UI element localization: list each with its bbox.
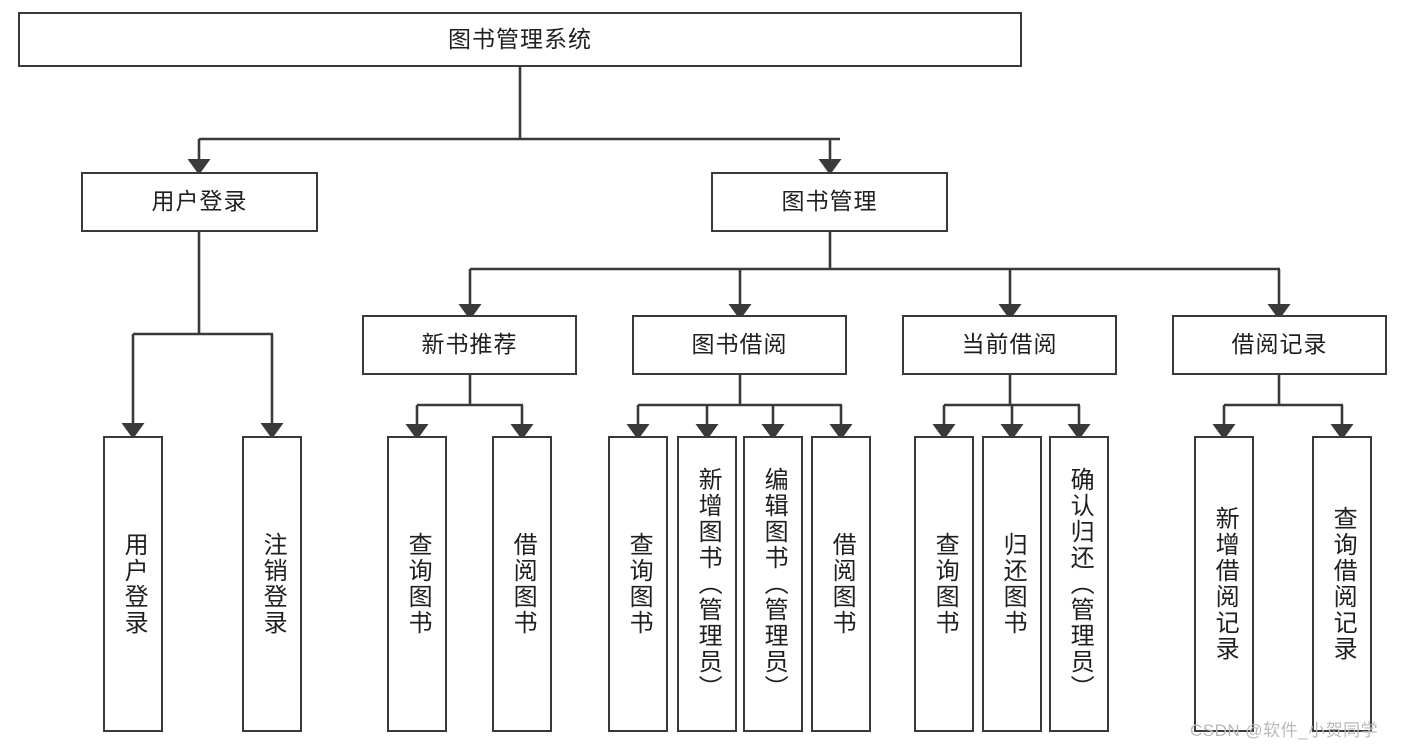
leaf-user-login-login[interactable]: 用户登录 [103,436,163,732]
node-book-manage[interactable]: 图书管理 [711,172,948,232]
node-book-borrow[interactable]: 图书借阅 [632,315,847,375]
node-borrow-record[interactable]: 借阅记录 [1172,315,1387,375]
leaf-book-borrow-edit-admin[interactable]: 编辑图书（管理员） [743,436,803,732]
leaf-current-borrow-query[interactable]: 查询图书 [914,436,974,732]
leaf-user-login-logout[interactable]: 注销登录 [242,436,302,732]
leaf-new-book-query[interactable]: 查询图书 [387,436,447,732]
node-root-system[interactable]: 图书管理系统 [18,12,1022,67]
leaf-current-borrow-confirm-admin[interactable]: 确认归还（管理员） [1049,436,1109,732]
node-new-book-recommend[interactable]: 新书推荐 [362,315,577,375]
leaf-book-borrow-add-admin[interactable]: 新增图书（管理员） [677,436,737,732]
node-user-login[interactable]: 用户登录 [81,172,318,232]
node-current-borrow[interactable]: 当前借阅 [902,315,1117,375]
leaf-book-borrow-query[interactable]: 查询图书 [608,436,668,732]
leaf-new-book-borrow[interactable]: 借阅图书 [492,436,552,732]
leaf-borrow-record-query[interactable]: 查询借阅记录 [1312,436,1372,732]
leaf-borrow-record-add[interactable]: 新增借阅记录 [1194,436,1254,732]
leaf-current-borrow-return[interactable]: 归还图书 [982,436,1042,732]
leaf-book-borrow-borrow[interactable]: 借阅图书 [811,436,871,732]
csdn-watermark: CSDN @软件_小贺同学 [1190,721,1379,740]
